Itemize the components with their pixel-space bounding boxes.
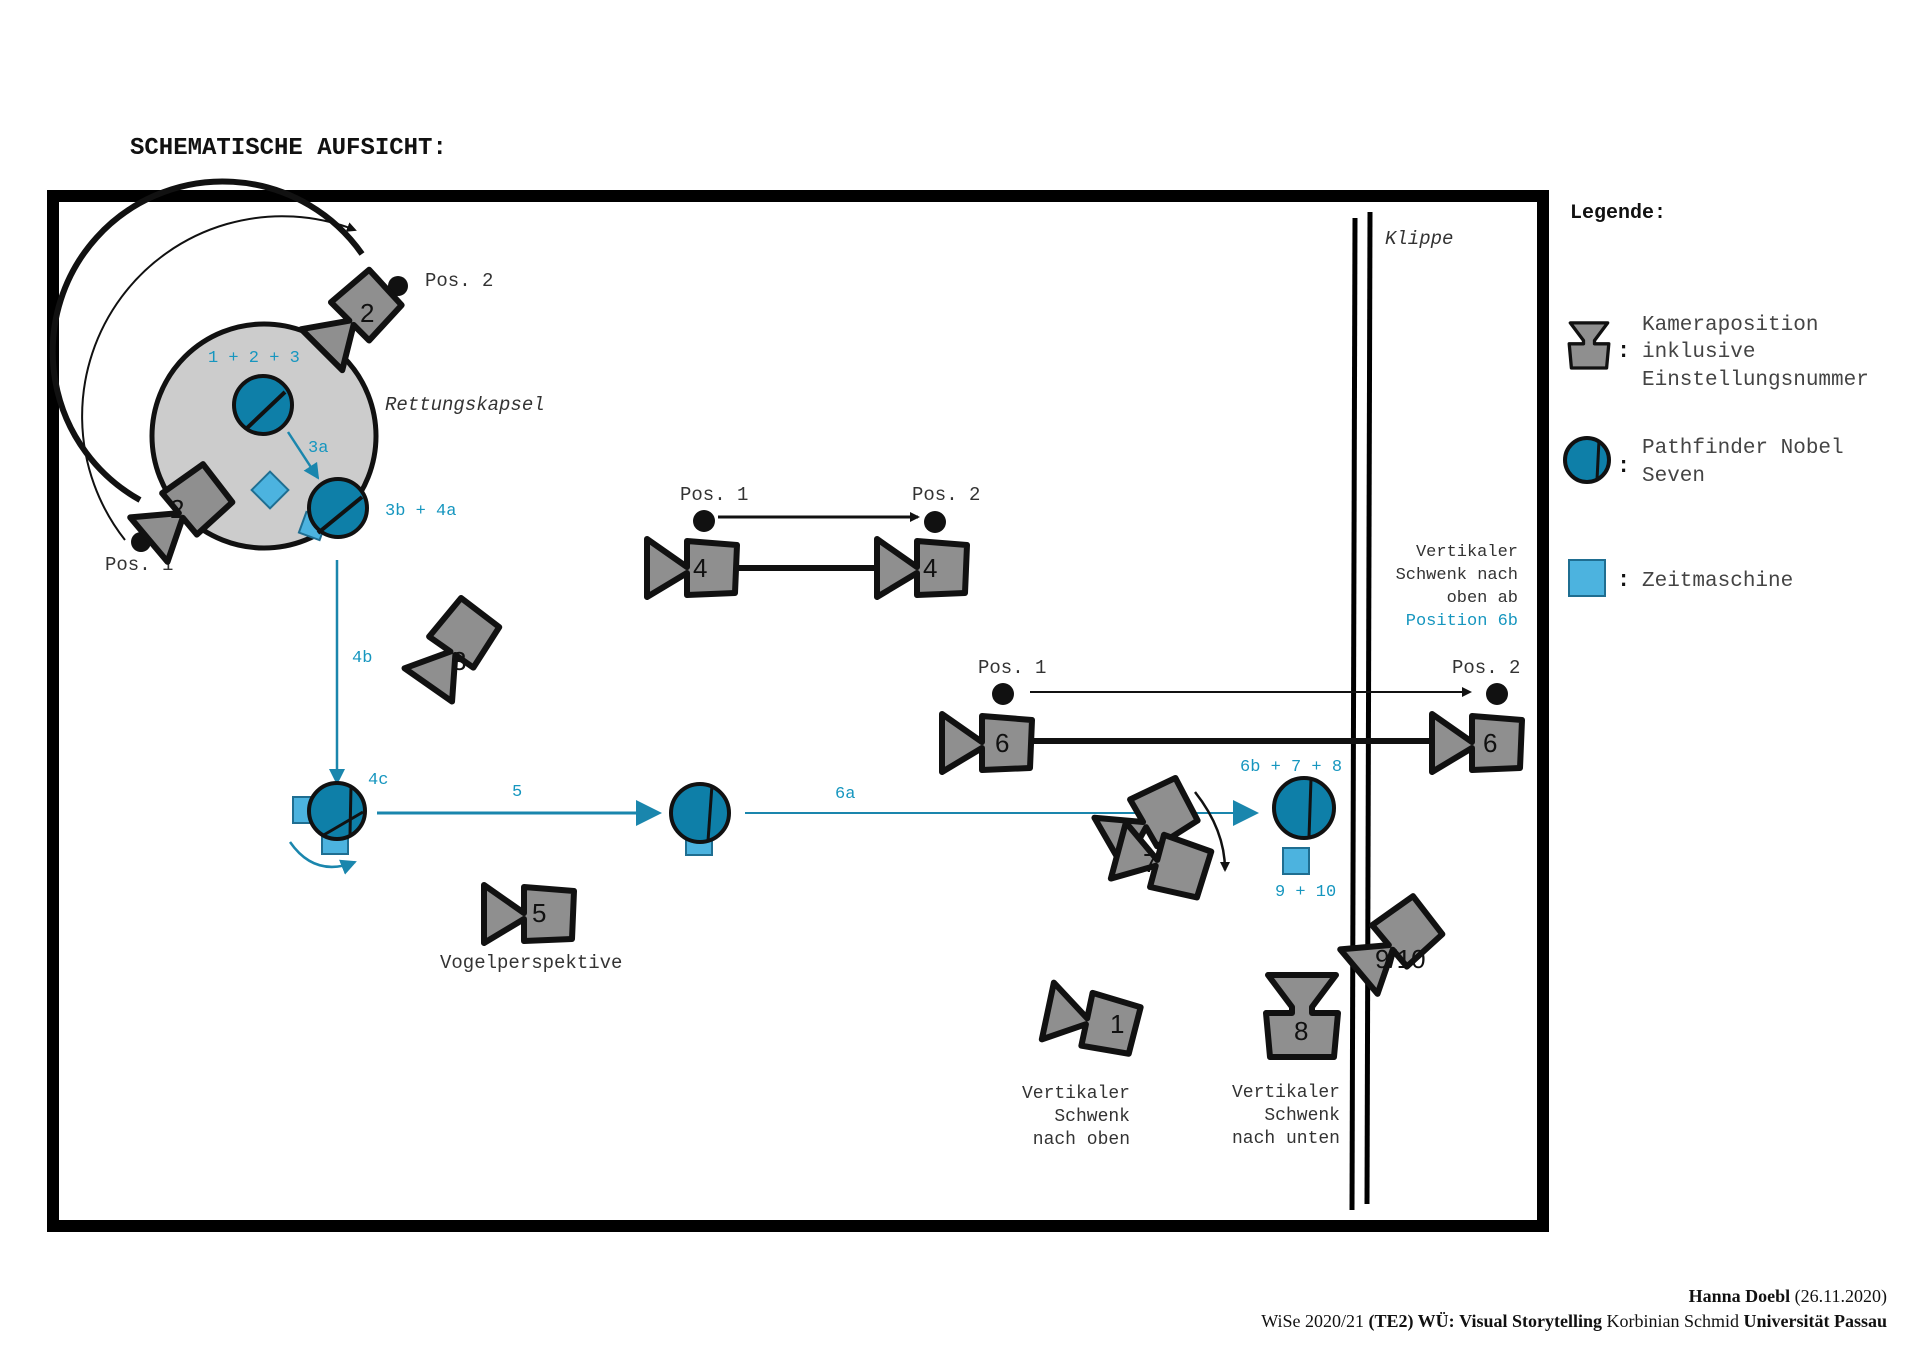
legend-text: Kameraposition — [1642, 314, 1818, 337]
cliff-label: Klippe — [1385, 228, 1453, 250]
pos-label: Pos. 2 — [912, 484, 980, 506]
legend-colon: : — [1617, 339, 1630, 364]
position-dot — [1486, 683, 1508, 705]
date: (26.11.2020) — [1795, 1286, 1887, 1307]
camera-number: 8 — [1294, 1016, 1308, 1046]
legend-text: Pathfinder Nobel — [1642, 437, 1844, 460]
pathfinder-label: 1 + 2 + 3 — [208, 349, 300, 368]
pos-label: Pos. 2 — [1452, 657, 1520, 679]
path-label: 5 — [512, 783, 522, 802]
pathfinder-icon — [307, 477, 369, 539]
camera-4-pos2 — [877, 539, 967, 597]
course: Visual Storytelling — [1459, 1311, 1602, 1331]
camera-9-10 — [1340, 892, 1446, 994]
path-label: 6a — [835, 785, 855, 804]
university: Universität Passau — [1744, 1311, 1888, 1331]
legend-text: Seven — [1642, 465, 1705, 488]
camera-number: 9/10 — [1375, 944, 1426, 974]
position-dot — [693, 510, 715, 532]
footer-course-line: WiSe 2020/21 (TE2) WÜ: Visual Storytelli… — [1261, 1311, 1887, 1332]
path-arrow — [286, 431, 320, 480]
author: Hanna Doebl — [1689, 1286, 1791, 1306]
note-line: nach oben — [1033, 1130, 1130, 1150]
note-line: Schwenk — [1054, 1107, 1130, 1127]
semester: WiSe 2020/21 — [1261, 1311, 1364, 1331]
set-frame — [47, 190, 1549, 1232]
camera-path-arc — [49, 178, 365, 503]
note-line: Vertikaler — [1232, 1083, 1340, 1103]
camera-number: 2 — [170, 494, 184, 524]
camera-number: 6 — [995, 728, 1009, 758]
timemachine-icon — [250, 470, 290, 510]
capsule-label: Rettungskapsel — [385, 394, 545, 416]
camera-number: 4 — [923, 553, 937, 583]
cliff-line — [1364, 211, 1373, 1205]
camera-6-pos1 — [942, 714, 1032, 772]
camera-number: 2 — [360, 298, 374, 328]
camera-4-pos1 — [647, 539, 737, 597]
pan-arrow — [1194, 791, 1230, 872]
timemachine-icon — [1568, 559, 1606, 597]
timemachine-icon — [1282, 847, 1310, 875]
camera-icon — [1567, 321, 1611, 370]
pathfinder-icon — [307, 781, 367, 841]
pathfinder-label: 6b + 7 + 8 — [1240, 758, 1342, 777]
camera-1-note: Vertikaler Schwenk nach oben — [1022, 1084, 1130, 1150]
position-dot — [388, 276, 408, 296]
rotate-arrow — [288, 841, 357, 875]
note-line: oben ab — [1447, 589, 1518, 608]
camera-6-note: Vertikaler Schwenk nach oben ab Position… — [1396, 543, 1518, 631]
legend: Legende: : Kameraposition inklusive Eins… — [1563, 202, 1869, 597]
legend-text: Zeitmaschine — [1642, 570, 1793, 593]
note-line: Position 6b — [1406, 612, 1518, 631]
path-label: 3a — [308, 439, 328, 458]
note-line: Schwenk — [1264, 1106, 1340, 1126]
note-line: Vertikaler — [1022, 1084, 1130, 1104]
note-line: nach unten — [1232, 1129, 1340, 1149]
camera-number: 7 — [1143, 848, 1157, 878]
pos-label: Pos. 1 — [680, 484, 748, 506]
camera-5 — [484, 885, 574, 943]
lecturer: Korbinian Schmid — [1607, 1311, 1740, 1331]
camera-6-pos2 — [1432, 714, 1522, 772]
pos-label: Pos. 2 — [425, 270, 493, 292]
position-dot — [992, 683, 1014, 705]
note-line: Vertikaler — [1416, 543, 1518, 562]
camera-8-note: Vertikaler Schwenk nach unten — [1232, 1083, 1340, 1149]
camera-number: 5 — [532, 898, 546, 928]
pathfinder-icon — [232, 374, 294, 436]
footer-author-line: Hanna Doebl (26.11.2020) — [1689, 1286, 1887, 1307]
note-line: Schwenk nach — [1396, 566, 1518, 585]
course-code: (TE2) WÜ: — [1368, 1311, 1454, 1332]
pos-label: Pos. 1 — [978, 657, 1046, 679]
pathfinder-label: 4c — [368, 771, 388, 790]
camera-number: 3 — [452, 646, 466, 676]
path-label: 4b — [352, 649, 372, 668]
camera-move-arrow — [81, 215, 357, 541]
pathfinder-icon — [1272, 776, 1336, 840]
pathfinder-icon — [1563, 436, 1611, 484]
legend-colon: : — [1617, 454, 1630, 479]
camera-number: 4 — [693, 553, 707, 583]
camera-note: Vogelperspektive — [440, 952, 622, 974]
cliff-line — [1349, 217, 1358, 1211]
legend-text: inklusive — [1642, 341, 1755, 364]
pathfinder-label: 3b + 4a — [385, 502, 456, 521]
legend-colon: : — [1617, 568, 1630, 593]
timemachine-label: 9 + 10 — [1275, 883, 1336, 902]
camera-1 — [1042, 983, 1142, 1058]
legend-title: Legende: — [1570, 202, 1666, 225]
camera-number: 1 — [1110, 1009, 1124, 1039]
page-title: SCHEMATISCHE AUFSICHT: — [130, 135, 447, 162]
camera-7 — [1111, 823, 1213, 902]
legend-text: Einstellungsnummer — [1642, 369, 1869, 392]
camera-number: 6 — [1483, 728, 1497, 758]
pathfinder-icon — [669, 782, 731, 844]
position-dot — [924, 511, 946, 533]
pos-label: Pos. 1 — [105, 554, 173, 576]
